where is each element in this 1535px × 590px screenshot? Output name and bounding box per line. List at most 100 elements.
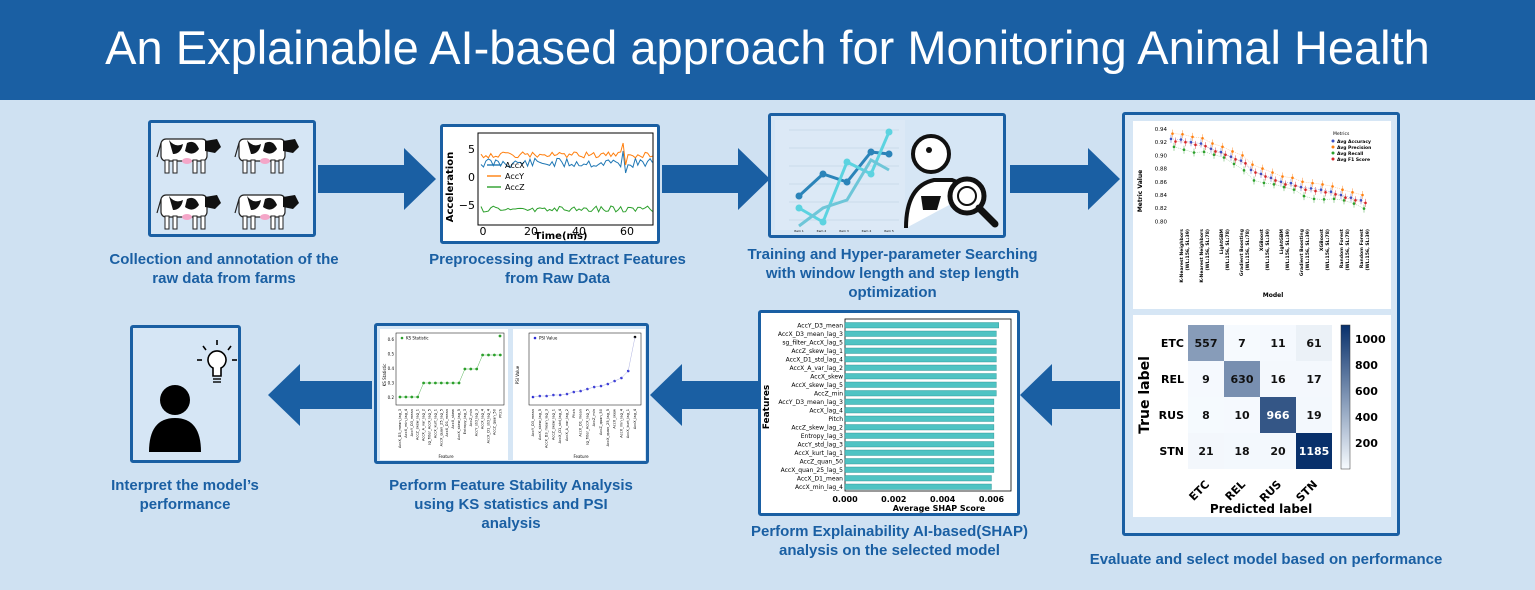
metric-legend-swatch — [1331, 139, 1335, 143]
interpret-panel — [130, 325, 241, 463]
shap-bar — [844, 441, 995, 448]
shap-feature-label: AccX_A_var_lag_2 — [790, 365, 844, 372]
metric-ytick: 0.92 — [1155, 140, 1167, 146]
shap-feature-label: Pitch — [828, 416, 843, 423]
confusion-cell — [1188, 361, 1224, 397]
shap-bar — [844, 373, 997, 380]
psi-feature-label: AccX_min_lag_4 — [619, 408, 623, 437]
metric-point — [1339, 193, 1343, 197]
metric-point — [1322, 198, 1326, 201]
confusion-colorbar — [1340, 324, 1351, 470]
metric-point — [1222, 156, 1226, 159]
colorbar-tick: 1000 — [1355, 333, 1386, 346]
shap-bar — [844, 381, 997, 388]
metric-series-line — [1175, 141, 1366, 204]
metric-point — [1329, 190, 1333, 193]
metric-model-label: (WL:156, SL:78) — [1205, 229, 1211, 270]
confusion-cell — [1296, 325, 1332, 361]
cow-icon — [234, 138, 300, 174]
metric-model-label: (WL:156, SL:78) — [1345, 229, 1351, 270]
psi-feature-label: AccX_lag_4 — [633, 408, 637, 429]
accel-ytick: 0 — [468, 171, 475, 184]
arrow-right-icon — [1010, 148, 1120, 210]
ks-ytick: 0.6 — [388, 337, 395, 342]
metric-legend-label: Avg Recall — [1337, 151, 1364, 157]
confusion-cell — [1296, 361, 1332, 397]
shap-feature-label: AccX_D3_mean_lag_3 — [778, 331, 843, 338]
metric-point — [1212, 153, 1216, 157]
metric-point — [1274, 179, 1277, 182]
metric-point — [1214, 150, 1217, 153]
training-xtick: Item 5 — [884, 229, 894, 233]
metric-legend-swatch — [1331, 145, 1335, 149]
accel-legend-label: AccZ — [505, 183, 525, 192]
accel-ytick: 5 — [468, 143, 475, 156]
shap-feature-label: AccX_min_lag_4 — [795, 484, 843, 491]
arrow-right-icon — [662, 148, 770, 210]
ks-statistic-chart: KS Statistic Feature 0.60.50.40.30.2 Acc… — [382, 332, 505, 459]
ks-feature-label: AccX_D1_std_lag_4 — [487, 408, 491, 443]
confusion-cell-value: 7 — [1238, 337, 1246, 350]
confusion-cell-value: 557 — [1195, 337, 1218, 350]
confusion-cell-value: 18 — [1234, 445, 1249, 458]
shap-bar — [844, 415, 995, 422]
training-point — [795, 192, 803, 200]
confusion-cell-value: 16 — [1270, 373, 1286, 386]
arrow-left-icon — [650, 364, 758, 426]
shap-panel: Features Average SHAP Score AccY_D3_mean… — [758, 310, 1020, 516]
person-idea-icon — [149, 340, 237, 452]
metric-ytick: 0.82 — [1155, 206, 1167, 212]
training-point — [867, 148, 875, 156]
psi-legend-swatch — [533, 336, 537, 340]
metric-legend-swatch — [1331, 157, 1335, 161]
psi-series-line — [532, 336, 636, 398]
metric-model-label: LightGBM — [1219, 229, 1225, 255]
colorbar-tick: 400 — [1355, 411, 1378, 424]
colorbar-tick: 600 — [1355, 385, 1378, 398]
psi-ylabel: PSI Value — [515, 365, 520, 384]
shap-bar — [844, 432, 995, 439]
shap-feature-label: AccX_D1_mean — [797, 476, 843, 483]
metric-value-chart: Metric Value Model 0.940.920.900.880.860… — [1137, 127, 1371, 299]
confusion-cell-value: 9 — [1202, 373, 1210, 386]
shap-feature-label: sg_filter_AccX_lag_5 — [782, 340, 843, 347]
training-point — [843, 178, 851, 186]
header-banner: An Explainable AI-based approach for Mon… — [0, 0, 1535, 100]
confusion-row-label: RUS — [1159, 409, 1184, 422]
arrow-right-icon — [318, 148, 436, 210]
ks-ylabel: KS Statistic — [382, 364, 387, 387]
metric-xlabel: Model — [1263, 292, 1284, 299]
confusion-col-label: REL — [1223, 478, 1248, 503]
metric-point — [1331, 185, 1334, 188]
shap-feature-label: AccX_quan_25_lag_5 — [781, 467, 844, 474]
step-stability-caption: Perform Feature Stability Analysis using… — [389, 477, 633, 532]
metric-point — [1229, 155, 1233, 159]
confusion-cell — [1188, 325, 1224, 361]
confusion-cell — [1260, 433, 1296, 469]
metric-point — [1332, 197, 1336, 201]
metric-point — [1262, 181, 1266, 185]
page-title: An Explainable AI-based approach for Mon… — [105, 21, 1430, 74]
confusion-cell — [1224, 397, 1260, 433]
metric-point — [1234, 158, 1237, 161]
ks-legend-label: KS Statistic — [406, 336, 429, 341]
psi-feature-label: AccX_quan_25_lag_5 — [606, 409, 610, 446]
metric-model-label: XGBoost — [1259, 228, 1265, 251]
ks-feature-label: AccX_D3_mean_lag_3 — [398, 409, 402, 448]
shap-bar — [844, 339, 997, 346]
cow-icon — [156, 194, 222, 230]
confusion-row-label: STN — [1159, 445, 1184, 458]
psi-feature-label: AccX_A_var_lag_2 — [565, 409, 569, 441]
shap-ylabel: Features — [762, 385, 772, 430]
metric-point — [1269, 176, 1273, 180]
confusion-cell — [1188, 397, 1224, 433]
ks-feature-label: sg_filter_AccX_lag_5 — [428, 409, 432, 445]
shap-xtick: 0.006 — [979, 495, 1005, 504]
person-search-icon — [904, 134, 999, 229]
shap-feature-label: AccZ_quan_50 — [800, 459, 844, 466]
metric-series-line — [1170, 138, 1362, 201]
ks-feature-label: AccX_lag_4 — [481, 408, 485, 429]
psi-feature-label: AccY_D3_mean — [531, 409, 535, 436]
